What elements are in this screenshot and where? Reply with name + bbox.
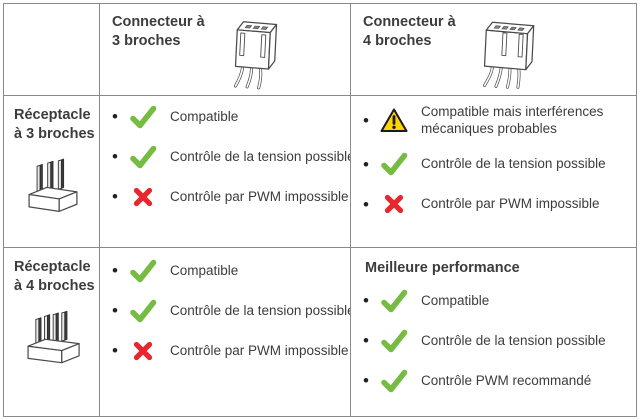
bullet: • <box>112 261 118 280</box>
list-item: • Contrôle de la tension possible <box>112 143 350 170</box>
header-corner-cell <box>4 4 100 96</box>
bullet: • <box>363 194 369 214</box>
bullet: • <box>112 301 118 320</box>
header-connector-4pin-cell: Connecteur à 4 broches <box>351 4 636 96</box>
header-connector-3pin-label: Connecteur à 3 broches <box>112 14 205 49</box>
warning-icon <box>379 107 409 134</box>
list-item-label: Contrôle de la tension possible <box>170 148 351 164</box>
bullet: • <box>112 341 118 360</box>
bullet: • <box>363 371 369 390</box>
bullet: • <box>112 107 118 126</box>
connector-3pin-illustration-icon <box>223 15 289 91</box>
list-item-label: Contrôle de la tension possible <box>421 156 606 172</box>
compatibility-table: Connecteur à 3 broches Connecteur à 4 br… <box>3 3 637 417</box>
bullet: • <box>363 110 369 130</box>
list-item-label: Contrôle par PWM impossible <box>170 342 349 358</box>
pins <box>35 310 68 344</box>
list-item-label: Contrôle de la tension possible <box>421 332 606 348</box>
cell-3pin-3pin: • Compatible • Contrôle de la tension po… <box>100 96 351 248</box>
cross-icon <box>379 193 409 215</box>
check-icon <box>379 369 409 393</box>
receptacle-3pin-label: Réceptacle à 3 broches <box>14 107 95 142</box>
list-item: • Contrôle de la tension possible <box>363 327 632 354</box>
bullet: • <box>363 291 369 310</box>
connector-4pin-illustration-icon <box>474 15 546 91</box>
cross-icon <box>128 186 158 208</box>
cell-3pin-4pin: • Compatible mais interférences mécaniqu… <box>351 96 636 248</box>
bullet: • <box>112 147 118 166</box>
list-item: • Contrôle par PWM impossible <box>112 183 349 210</box>
list-item-label: Contrôle par PWM impossible <box>170 188 349 204</box>
list-item: • Compatible <box>112 103 346 130</box>
receptacle-4pin-illustration-icon <box>22 303 99 367</box>
check-icon <box>128 299 158 323</box>
list-item-label: Compatible <box>421 292 490 308</box>
list-item: • Contrôle par PWM impossible <box>112 337 349 364</box>
list-item: • Contrôle PWM recommandé <box>363 367 632 394</box>
list-item: • Contrôle par PWM impossible <box>363 191 632 218</box>
check-icon <box>379 289 409 313</box>
header-connector-4pin-label: Connecteur à 4 broches <box>363 14 456 49</box>
header-connector-3pin-cell: Connecteur à 3 broches <box>100 4 351 96</box>
check-icon <box>128 145 158 169</box>
list-item-label: Compatible <box>170 262 239 278</box>
check-icon <box>379 329 409 353</box>
list-item: • Compatible <box>363 287 632 314</box>
cell-4pin-4pin: Meilleure performance • Compatible • Con… <box>351 248 636 416</box>
receptacle-3pin-illustration-icon <box>22 151 99 215</box>
rowlabel-receptacle-4pin-cell: Réceptacle à 4 broches <box>4 248 100 416</box>
list-item: • Contrôle de la tension possible <box>363 151 632 178</box>
best-performance-heading: Meilleure performance <box>365 260 520 276</box>
list-item-label: Contrôle par PWM impossible <box>421 196 600 212</box>
check-icon <box>379 152 409 176</box>
receptacle-4pin-label: Réceptacle à 4 broches <box>14 259 95 294</box>
list-item-label: Contrôle de la tension possible <box>170 302 351 318</box>
rowlabel-receptacle-3pin-cell: Réceptacle à 3 broches <box>4 96 100 248</box>
check-icon <box>128 105 158 129</box>
list-item-label: Compatible mais interférences mécaniques… <box>421 104 604 137</box>
bullet: • <box>363 331 369 350</box>
list-item: • Contrôle de la tension possible <box>112 297 350 324</box>
cross-icon <box>128 340 158 362</box>
bullet: • <box>112 187 118 206</box>
check-icon <box>128 259 158 283</box>
pins <box>36 158 65 192</box>
list-item: • Compatible mais interférences mécaniqu… <box>363 103 632 138</box>
bullet: • <box>363 154 369 174</box>
list-item-label: Contrôle PWM recommandé <box>421 372 592 388</box>
cell-4pin-3pin: • Compatible • Contrôle de la tension po… <box>100 248 351 416</box>
list-item-label: Compatible <box>170 108 239 124</box>
list-item: • Compatible <box>112 257 346 284</box>
